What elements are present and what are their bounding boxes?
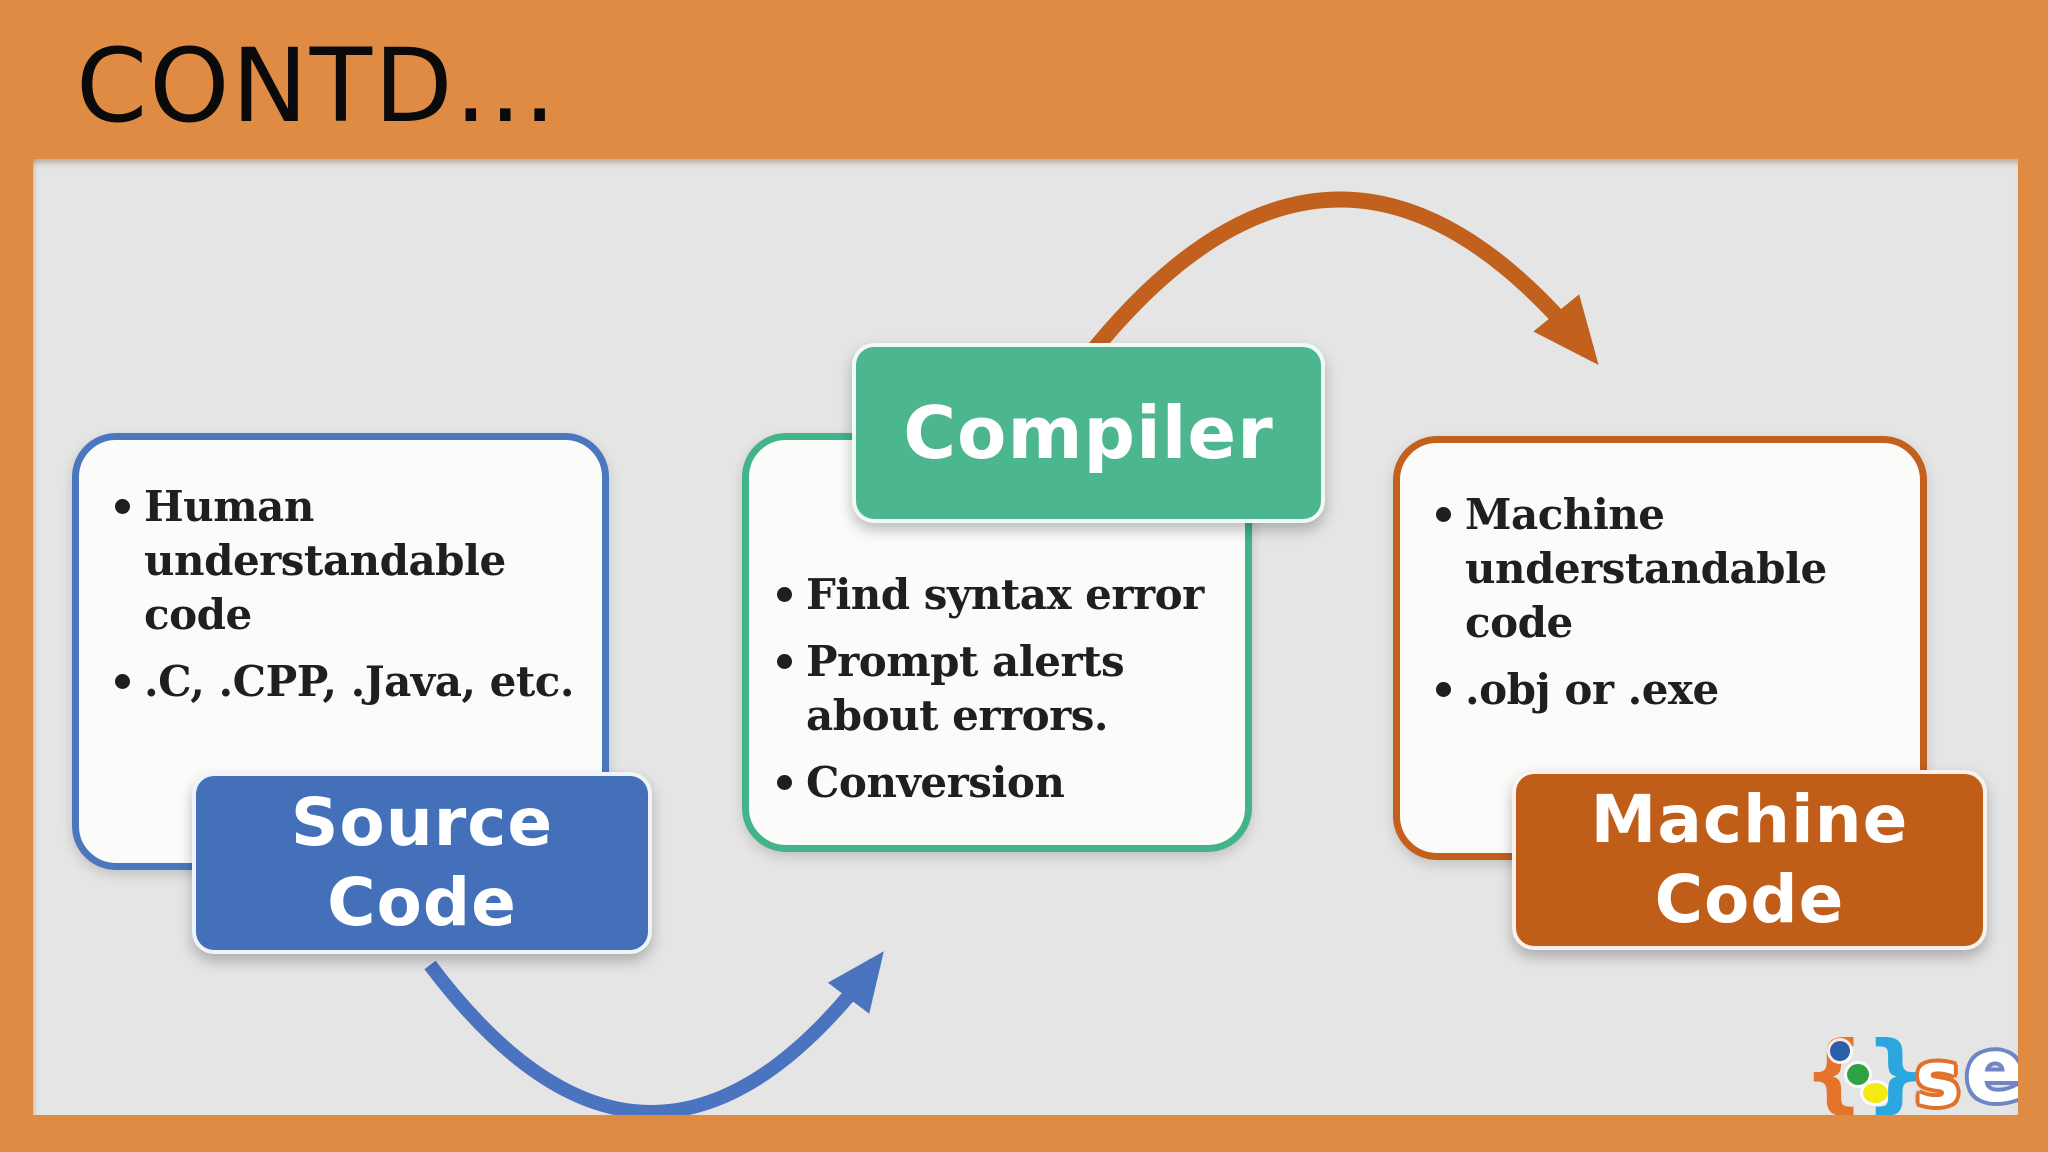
- bullet-item: .C, .CPP, .Java, etc.: [115, 655, 584, 709]
- bullet-item: .obj or .exe: [1436, 663, 1902, 717]
- bullet-item: Prompt alerts about errors.: [777, 635, 1231, 743]
- logo-letter-e: e: [1965, 1019, 2018, 1115]
- logo-dot-blue-icon: [1830, 1041, 1850, 1061]
- bullet-dot-icon: [777, 587, 792, 602]
- bullet-item: Machine understandable code: [1436, 488, 1902, 650]
- brand-logo: { } s e: [1803, 1019, 2018, 1116]
- compiler-label-text: Compiler: [903, 391, 1274, 475]
- source-bullet-list: Human understandable code .C, .CPP, .Jav…: [79, 440, 602, 709]
- bullet-dot-icon: [115, 499, 130, 514]
- bullet-dot-icon: [115, 674, 130, 689]
- logo-dot-green-icon: [1847, 1064, 1869, 1085]
- bullet-text: Find syntax error: [806, 570, 1204, 619]
- bullet-item: Conversion: [777, 756, 1231, 810]
- bullet-item: Human understandable code: [115, 480, 584, 642]
- bullet-text: Conversion: [806, 758, 1065, 807]
- flow-arrows: [424, 191, 1599, 1115]
- logo-dot-yellow-icon: [1863, 1083, 1888, 1103]
- compiler-to-machine-arrow: [1085, 191, 1599, 366]
- bullet-text: Prompt alerts about errors.: [806, 637, 1125, 740]
- bullet-text: Human understandable code: [144, 482, 506, 639]
- bullet-text: .C, .CPP, .Java, etc.: [144, 657, 575, 706]
- machine-bullet-list: Machine understandable code .obj or .exe: [1400, 443, 1920, 717]
- bullet-dot-icon: [777, 775, 792, 790]
- bullet-text: Machine understandable code: [1465, 490, 1827, 647]
- bullet-dot-icon: [777, 654, 792, 669]
- bullet-item: Find syntax error: [777, 568, 1231, 622]
- page-title: CONTD...: [76, 27, 558, 146]
- diagram-panel: Human understandable code .C, .CPP, .Jav…: [33, 159, 2018, 1115]
- source-code-label: Source Code: [192, 772, 652, 954]
- source-to-compiler-arrow: [424, 951, 884, 1115]
- compiler-bullet-list: Find syntax error Prompt alerts about er…: [749, 440, 1245, 810]
- machine-code-label-text: Machine Code: [1590, 781, 1909, 938]
- bullet-dot-icon: [1436, 507, 1451, 522]
- source-code-box: Human understandable code .C, .CPP, .Jav…: [72, 433, 609, 870]
- bullet-dot-icon: [1436, 682, 1451, 697]
- machine-code-label: Machine Code: [1512, 770, 1987, 950]
- close-brace-icon: }: [1865, 1023, 1927, 1115]
- compiler-label: Compiler: [852, 343, 1325, 523]
- logo-letter-s: s: [1915, 1034, 1961, 1116]
- bullet-text: .obj or .exe: [1465, 665, 1719, 714]
- source-code-label-text: Source Code: [290, 784, 554, 941]
